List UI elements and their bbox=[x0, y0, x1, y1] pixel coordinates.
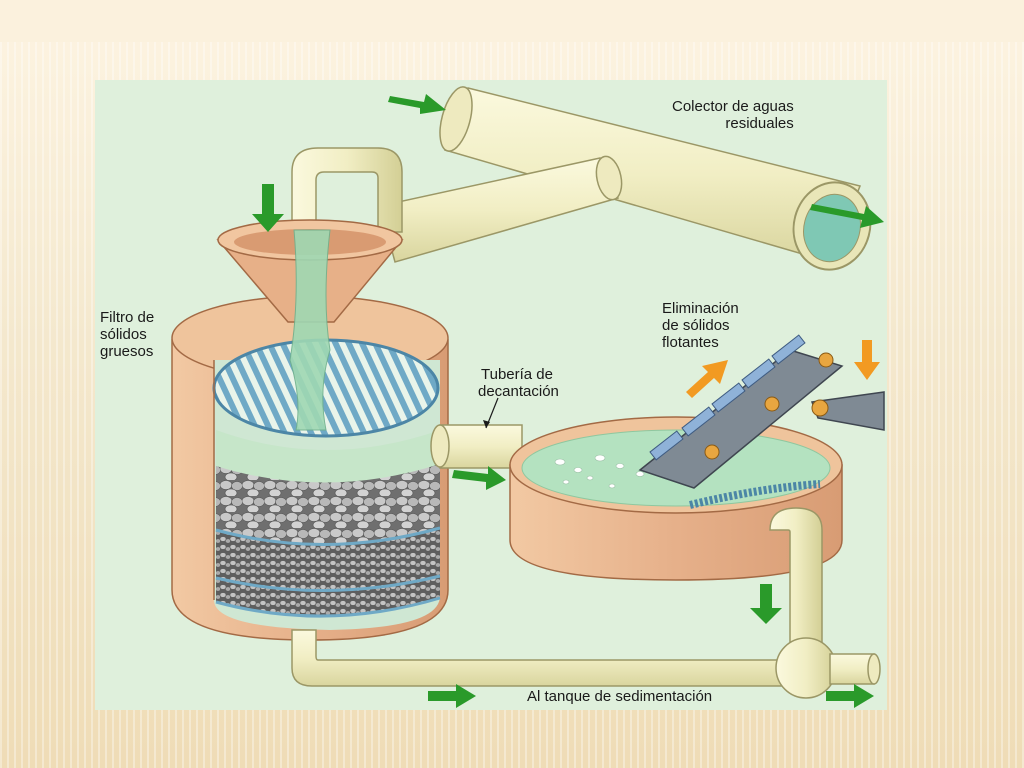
arrow-into-collector bbox=[388, 94, 446, 114]
conveyor-arrows bbox=[686, 340, 880, 398]
label-floating-solids-removal: Eliminación de sólidos flotantes bbox=[662, 300, 739, 351]
arrow-up-conveyor bbox=[686, 360, 728, 398]
label-decantation-pipe: Tubería de decantación bbox=[478, 366, 559, 400]
arrow-into-basin bbox=[452, 466, 506, 490]
decantation-pipe bbox=[430, 424, 523, 469]
water-stream bbox=[289, 229, 331, 431]
arrow-bottom-right bbox=[826, 684, 874, 708]
arrow-bottom-left bbox=[428, 684, 476, 708]
branch-pipe bbox=[379, 155, 623, 263]
label-sewage-collector: Colector de aguas residuales bbox=[672, 98, 794, 132]
arrow-down-funnel bbox=[252, 184, 284, 232]
label-coarse-solids-filter: Filtro de sólidos gruesos bbox=[100, 309, 155, 360]
slide-top-band bbox=[0, 0, 1024, 42]
flow-arrows bbox=[252, 94, 884, 708]
arrow-down-outlet bbox=[750, 584, 782, 624]
coarse-solids-filter-tank bbox=[171, 295, 449, 641]
arrow-down-discharge bbox=[854, 340, 880, 380]
outlet-piping bbox=[291, 507, 881, 699]
floating-solids-conveyor bbox=[638, 334, 885, 489]
label-to-sedimentation-tank: Al tanque de sedimentación bbox=[527, 688, 713, 705]
arrow-into-collector-end bbox=[810, 204, 884, 228]
